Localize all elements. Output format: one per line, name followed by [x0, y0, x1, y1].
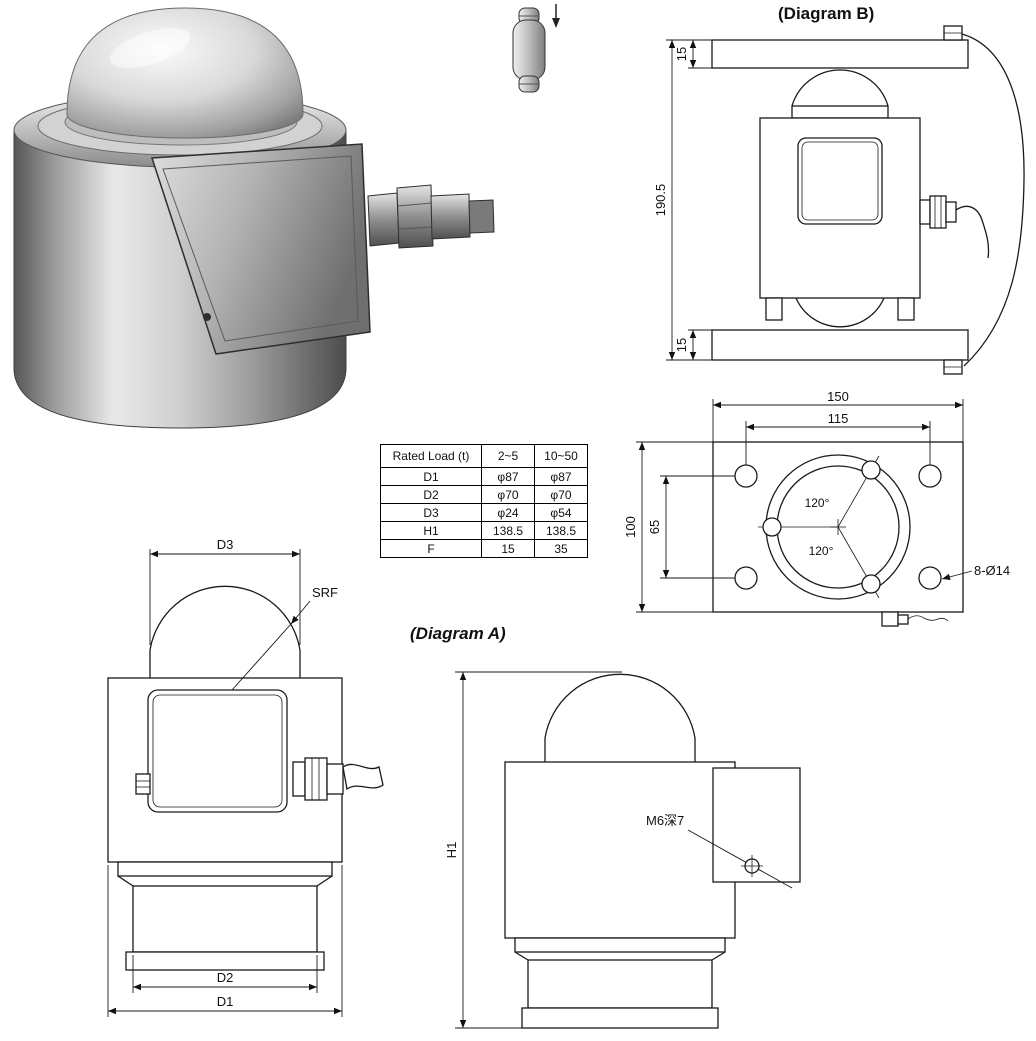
table-row: D3 φ24 φ54 — [380, 503, 588, 522]
thread-callout: M6深7 — [646, 813, 793, 889]
dim-h1-label: H1 — [444, 842, 459, 859]
cable — [955, 33, 1025, 367]
row-value: 138.5 — [534, 521, 588, 540]
cable-gland — [292, 757, 384, 801]
table-header-rated-load: Rated Load (t) — [380, 444, 482, 468]
dimension-lines: H1 — [444, 671, 622, 1029]
diagram-b-title: (Diagram B) — [778, 4, 875, 23]
load-cell-photo — [13, 7, 495, 429]
row-label: D2 — [380, 485, 482, 504]
row-value: φ24 — [481, 503, 535, 522]
thread-label: M6深7 — [646, 813, 684, 828]
row-label: D3 — [380, 503, 482, 522]
row-label: H1 — [380, 521, 482, 540]
row-value: φ87 — [534, 467, 588, 486]
row-value: φ70 — [534, 485, 588, 504]
row-value: φ87 — [481, 467, 535, 486]
dim-total-height-label: 190.5 — [653, 184, 668, 217]
dim-plate-top-label: 15 — [674, 47, 689, 61]
mounting-plates — [711, 25, 969, 375]
cell-outline — [504, 673, 801, 1029]
row-value: φ70 — [481, 485, 535, 504]
row-label: D1 — [380, 467, 482, 486]
dim-d2-label: D2 — [217, 970, 234, 985]
dim-bolt-height-label: 65 — [647, 520, 662, 534]
angle-label-1: 120° — [805, 496, 830, 510]
side-view-drawing: M6深7 H1 — [444, 671, 801, 1029]
row-value: 35 — [534, 539, 588, 558]
load-cell-outline — [759, 69, 921, 328]
diagram-a-title: (Diagram A) — [410, 624, 506, 643]
dimension-lines: 150 115 100 65 8-Ø14 — [623, 389, 1010, 613]
srf-callout: SRF — [231, 585, 338, 691]
pin-component-drawing — [512, 4, 560, 93]
pin-body — [512, 7, 546, 93]
photo-dome — [66, 7, 304, 139]
row-value: 138.5 — [481, 521, 535, 540]
dim-width-label: 150 — [827, 389, 849, 404]
dim-d3-label: D3 — [217, 537, 234, 552]
table-header-range-2: 10~50 — [534, 444, 588, 468]
table-header-row: Rated Load (t) 2~5 10~50 — [380, 444, 588, 468]
dim-plate-bottom-label: 15 — [674, 338, 689, 352]
spec-table: Rated Load (t) 2~5 10~50 D1 φ87 φ87 D2 φ… — [380, 444, 588, 558]
table-row: H1 138.5 138.5 — [380, 521, 588, 540]
plate-cable-gland — [881, 611, 949, 627]
table-row: D2 φ70 φ70 — [380, 485, 588, 504]
top-view-drawing: 120° 120° 150 115 100 65 8-Ø14 — [623, 389, 1010, 627]
cable-gland — [919, 195, 957, 229]
dim-d1-label: D1 — [217, 994, 234, 1009]
holes-callout-label: 8-Ø14 — [974, 563, 1010, 578]
photo-junction-box — [150, 143, 371, 355]
table-row: D1 φ87 φ87 — [380, 467, 588, 486]
dimension-lines: D3 D2 D1 — [107, 537, 343, 1017]
row-value: 15 — [481, 539, 535, 558]
front-view-drawing: SRF D3 D2 D1 — [107, 537, 384, 1017]
angle-label-2: 120° — [809, 544, 834, 558]
photo-cable-connector — [367, 184, 495, 249]
row-label: F — [380, 539, 482, 558]
dimension-lines: 15 190.5 15 — [653, 39, 712, 361]
srf-label: SRF — [312, 585, 338, 600]
dim-height-label: 100 — [623, 516, 638, 538]
row-value: φ54 — [534, 503, 588, 522]
down-arrow-icon — [552, 4, 560, 28]
center-circles: 120° 120° — [758, 454, 911, 600]
diagram-b-drawing: 15 190.5 15 — [653, 25, 1025, 375]
table-row: F 15 35 — [380, 539, 588, 558]
table-header-range-1: 2~5 — [481, 444, 535, 468]
dim-bolt-width-label: 115 — [828, 411, 849, 426]
